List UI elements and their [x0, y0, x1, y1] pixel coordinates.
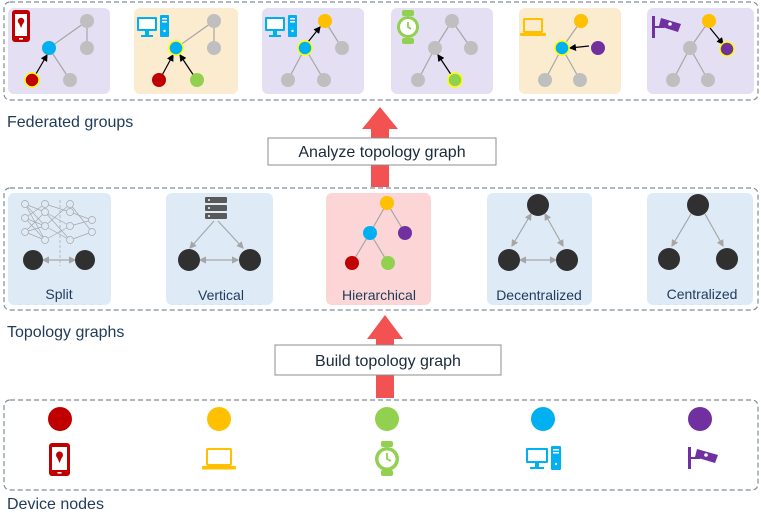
camera-icon: [688, 447, 718, 469]
server-icon: [205, 197, 227, 219]
analyze-step-label: Analyze topology graph: [298, 144, 465, 161]
camera-icon: [652, 16, 681, 38]
desktop-icon: [526, 446, 561, 470]
topology-card-centralized: Centralized: [647, 193, 753, 305]
topology-label-decentralized: Decentralized: [496, 287, 582, 303]
topology-label-centralized: Centralized: [667, 286, 738, 302]
device-node-laptop: [202, 407, 236, 470]
device-node-camera: [688, 407, 718, 469]
topology-label-vertical: Vertical: [198, 287, 244, 303]
group-card-2: [134, 8, 238, 94]
laptop-icon: [520, 18, 546, 36]
analyze-step-box: [267, 137, 497, 166]
phone-icon: [49, 443, 70, 476]
federated-groups-frame: [3, 1, 759, 101]
topology-graphs-frame: [3, 187, 759, 311]
watch-icon: [375, 441, 399, 476]
neural-network-icon: [21, 200, 96, 266]
build-step-label: Build topology graph: [315, 353, 461, 370]
group-card-5: [519, 8, 621, 94]
section-label-topology-graphs: Topology graphs: [7, 324, 124, 341]
phone-icon: [12, 10, 30, 42]
topology-label-hierarchical: Hierarchical: [342, 287, 416, 303]
group-card-1: [8, 8, 110, 94]
topology-card-split: Split: [8, 193, 111, 305]
topology-label-split: Split: [45, 286, 72, 302]
group-card-3: [262, 8, 364, 94]
laptop-icon: [202, 448, 236, 470]
desktop-icon: [137, 15, 169, 37]
topology-card-hierarchical: Hierarchical: [326, 193, 431, 305]
device-node-desktop: [526, 407, 561, 470]
topology-card-vertical: Vertical: [166, 193, 273, 305]
device-node-watch: [375, 407, 399, 476]
section-label-device-nodes: Device nodes: [7, 496, 104, 513]
device-node-phone: [48, 407, 72, 476]
topology-card-decentralized: Decentralized: [487, 193, 592, 305]
section-label-federated-groups: Federated groups: [7, 114, 133, 131]
device-nodes-frame: [3, 399, 759, 491]
build-step-box: [274, 344, 502, 376]
group-card-4: [391, 8, 493, 94]
group-card-6: [647, 8, 754, 94]
watch-icon: [397, 10, 419, 44]
desktop-icon: [265, 15, 297, 37]
